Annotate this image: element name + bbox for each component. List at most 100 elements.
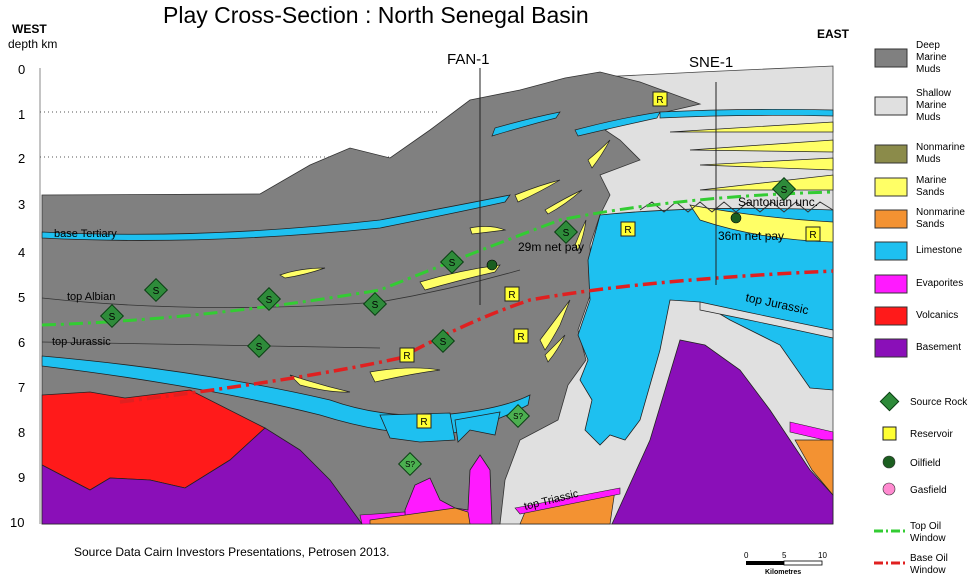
basement-west [41,427,363,525]
scale-tick: 5 [782,551,787,560]
svg-text:R: R [656,95,663,106]
legend-label: Evaporites [916,278,963,289]
legend-swatch [874,241,908,261]
figure-title: Play Cross-Section : North Senegal Basin [163,2,589,28]
label-pay-sne-1: 36m net pay [718,229,784,243]
legend-swatch [874,96,908,116]
legend-item: Volcanics [874,306,958,326]
legend-swatch [874,209,908,229]
legend-swatch [874,306,908,326]
label-base-tertiary: base Tertiary [54,228,117,240]
legend-label: Gasfield [910,485,947,496]
source-rock-icon: S [246,333,272,359]
svg-text:S: S [563,228,570,239]
reservoir-icon: R [399,347,415,363]
svg-text:S: S [266,295,273,306]
legend-swatch [874,48,908,68]
reservoir-icon: R [513,328,529,344]
oilfield-icon [882,455,896,469]
depth-tick: 9 [18,470,25,485]
limestone-base-tertiary [41,194,511,241]
svg-text:R: R [624,225,631,236]
reservoir-icon: R [416,413,432,429]
depth-tick: 6 [18,335,25,350]
top-oil-window-line [41,190,834,327]
depth-tick: 10 [10,515,24,530]
reservoir-icon [882,426,897,441]
svg-text:S: S [109,312,116,323]
nonmarine-sands-west [369,507,471,525]
depth-tick: 5 [18,290,25,305]
depth-tick: 2 [18,151,25,166]
base-oil-window-line [119,269,834,404]
label-santonian: Santonian unc. [738,195,818,209]
source-rock-uncertain-icon: S? [397,451,423,477]
label-top-albian: top Albian [67,291,115,303]
source-rock-icon: S [430,328,456,354]
legend-label: Source Rock [910,397,968,408]
svg-text:S?: S? [513,412,523,421]
oilfield-marker [730,212,742,224]
svg-text:S: S [781,185,788,196]
svg-text:S: S [372,300,379,311]
legend-swatch [874,338,908,358]
depth-tick: 8 [18,425,25,440]
scale-tick: 10 [818,551,827,560]
svg-text:R: R [517,332,524,343]
source-rock-markers: S S S S S S S S S S? S? [99,176,797,477]
source-note: Source Data Cairn Investors Presentation… [74,545,390,559]
depth-tick: 1 [18,107,25,122]
source-rock-icon: S [143,277,169,303]
legend-label: Volcanics [916,310,958,321]
limestone-platform [577,207,834,446]
depth-axis-label: depth km [8,37,57,51]
gasfield-icon [882,482,896,496]
legend-label: Limestone [916,245,963,256]
scale-bar: 0 5 10 Kilometres [744,551,827,576]
legend-swatch [874,144,908,164]
depth-tick: 0 [18,62,25,77]
source-rock-icon [879,391,900,412]
svg-text:S: S [256,342,263,353]
evaporites [404,454,493,525]
scale-tick: 0 [744,551,749,560]
depth-tick: 3 [18,197,25,212]
source-rock-icon: S [439,249,465,275]
svg-text:R: R [420,417,427,428]
label-top-jurassic-west: top Jurassic [52,336,111,348]
source-rock-icon: S [771,176,797,202]
source-rock-icon: S [553,219,579,245]
svg-text:S: S [153,286,160,297]
well-label-fan-1: FAN-1 [447,51,490,68]
depth-tick: 7 [18,380,25,395]
legend-item: Evaporites [874,274,963,294]
legend-swatch [874,177,908,197]
svg-text:S?: S? [405,460,415,469]
legend-item: Gasfield [882,482,947,496]
svg-text:S: S [449,258,456,269]
svg-text:S: S [440,337,447,348]
legend-item: Limestone [874,241,963,261]
svg-text:R: R [809,230,816,241]
source-rock-icon: S [99,303,125,329]
depth-tick: 4 [18,245,25,260]
label-pay-fan-1: 29m net pay [518,240,584,254]
legend-item: Source Rock [879,391,968,412]
oilfield-marker [486,259,498,271]
east-label: EAST [817,27,850,41]
legend-label: Basement [916,342,961,353]
source-rock-icon: S [256,286,282,312]
reservoir-markers: R R R R R R R [399,91,821,429]
reservoir-icon: R [620,221,636,237]
source-rock-icon: S [362,291,388,317]
legend-item: Reservoir [882,426,953,441]
